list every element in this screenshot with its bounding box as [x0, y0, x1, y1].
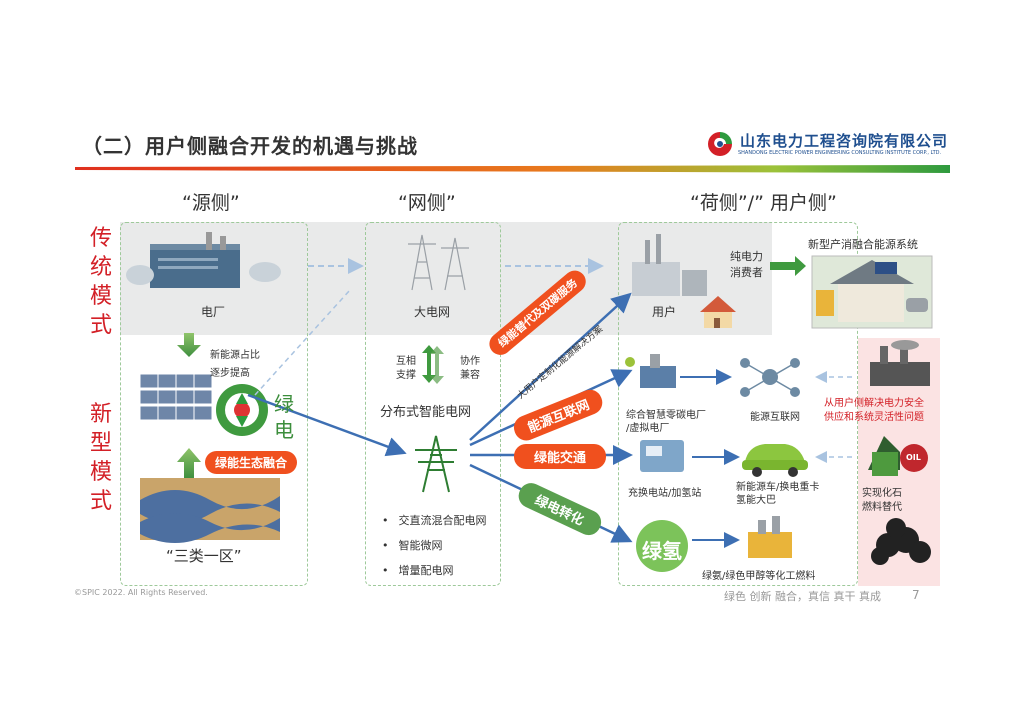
- slogan: 绿色 创新 融合，真信 真干 真成: [724, 590, 881, 603]
- prosumer-house-icon: [811, 255, 933, 329]
- green-char-2: 电: [274, 418, 294, 442]
- bullet-microgrid: 智能微网: [382, 537, 487, 553]
- coal-icon: [871, 518, 931, 565]
- new-energy-ratio-line2: 逐步提高: [210, 368, 250, 379]
- house-icon: [700, 296, 736, 328]
- new-system-label: 新型产消融合能源系统: [808, 238, 918, 251]
- smart-grid-label: 分布式智能电网: [380, 405, 472, 420]
- page-title: （二）用户侧融合开发的机遇与挑战: [82, 134, 418, 158]
- fossil-line2: 燃料替代: [862, 502, 902, 513]
- bullet-incremental-grid: 增量配电网: [382, 562, 487, 578]
- coop-line2: 兼容: [460, 370, 480, 381]
- grid-group: [365, 222, 501, 586]
- load-group: [618, 222, 858, 586]
- mutual-line2: 支撑: [396, 370, 416, 381]
- transmission-tower-icon: [408, 234, 469, 291]
- power-plant-label: 电厂: [201, 305, 226, 319]
- smart-plant-icon: [625, 354, 676, 388]
- down-arrow: [177, 333, 201, 357]
- new-energy-ratio-line1: 新能源占比: [210, 350, 260, 361]
- energy-internet-label: 能源互联网: [750, 412, 800, 423]
- fossil-line1: 实现化石: [862, 488, 902, 499]
- green-hydrogen-badge: 绿氢: [642, 539, 682, 563]
- big-grid-label: 大电网: [414, 305, 451, 319]
- column-grid: “网侧”: [398, 192, 456, 214]
- source-group: [120, 222, 308, 586]
- pure-consumer-line2: 消费者: [730, 266, 763, 279]
- smokestack-icon: [870, 340, 930, 386]
- solar-field-icon: [140, 478, 280, 543]
- row-traditional: 传统模式: [89, 226, 112, 338]
- mutual-line1: 互相: [396, 356, 416, 367]
- hydrogen-products-label: 绿氨/绿色甲醇等化工燃料: [702, 571, 816, 582]
- column-source: “源侧”: [182, 192, 240, 214]
- row-new: 新型模式: [89, 402, 112, 514]
- up-arrow: [177, 448, 201, 478]
- charging-label: 充换电站/加氢站: [628, 488, 702, 499]
- eco-fusion-pill: 绿能生态融合: [205, 451, 298, 474]
- factory-icon: [632, 234, 707, 296]
- pure-consumer-line1: 纯电力: [730, 250, 763, 263]
- solar-panel-icon: [139, 373, 213, 421]
- bullet-hybrid-grid: 交直流混合配电网: [382, 512, 487, 528]
- column-load: “荷侧”/” 用户侧”: [690, 192, 837, 214]
- green-power-badge-icon: [216, 384, 268, 436]
- oil-icon: [868, 436, 928, 476]
- smart-plant-line2: /虚拟电厂: [626, 423, 670, 434]
- right-arrow: [770, 256, 806, 276]
- header-rule: [75, 165, 950, 173]
- green-char-1: 绿: [274, 392, 294, 416]
- user-side-line2: 供应和系统灵活性问题: [824, 412, 924, 423]
- energy-network-icon: [740, 358, 800, 397]
- power-plant-icon: [126, 232, 281, 288]
- user-side-line1: 从用户侧解决电力安全: [824, 398, 924, 409]
- grid-bullet-list: 交直流混合配电网 智能微网 增量配电网: [382, 512, 487, 587]
- ev-line2: 氢能大巴: [736, 495, 776, 506]
- up-down-arrow: [422, 345, 436, 383]
- company-name-en: SHANDONG ELECTRIC POWER ENGINEERING CONS…: [738, 150, 942, 156]
- ev-line1: 新能源车/换电重卡: [736, 482, 820, 493]
- green-hydrogen-icon: [636, 520, 688, 572]
- three-one-label: “三类一区”: [166, 547, 242, 565]
- coop-line1: 协作: [460, 356, 480, 367]
- user-label: 用户: [652, 305, 677, 319]
- electric-car-icon: [742, 444, 808, 477]
- page-number: 7: [912, 588, 920, 602]
- copyright: ©SPIC 2022. All Rights Reserved.: [74, 588, 208, 597]
- company-name-cn: 山东电力工程咨询院有限公司: [740, 132, 949, 150]
- power-tower-icon: [415, 435, 457, 493]
- company-logo-icon: [708, 132, 732, 156]
- smart-plant-line1: 综合智慧零碳电厂: [626, 410, 706, 421]
- charging-station-icon: [640, 440, 684, 472]
- oil-label: OIL: [906, 453, 921, 462]
- green-transport-pill: 绿能交通: [514, 444, 607, 469]
- chemical-plant-icon: [748, 516, 792, 558]
